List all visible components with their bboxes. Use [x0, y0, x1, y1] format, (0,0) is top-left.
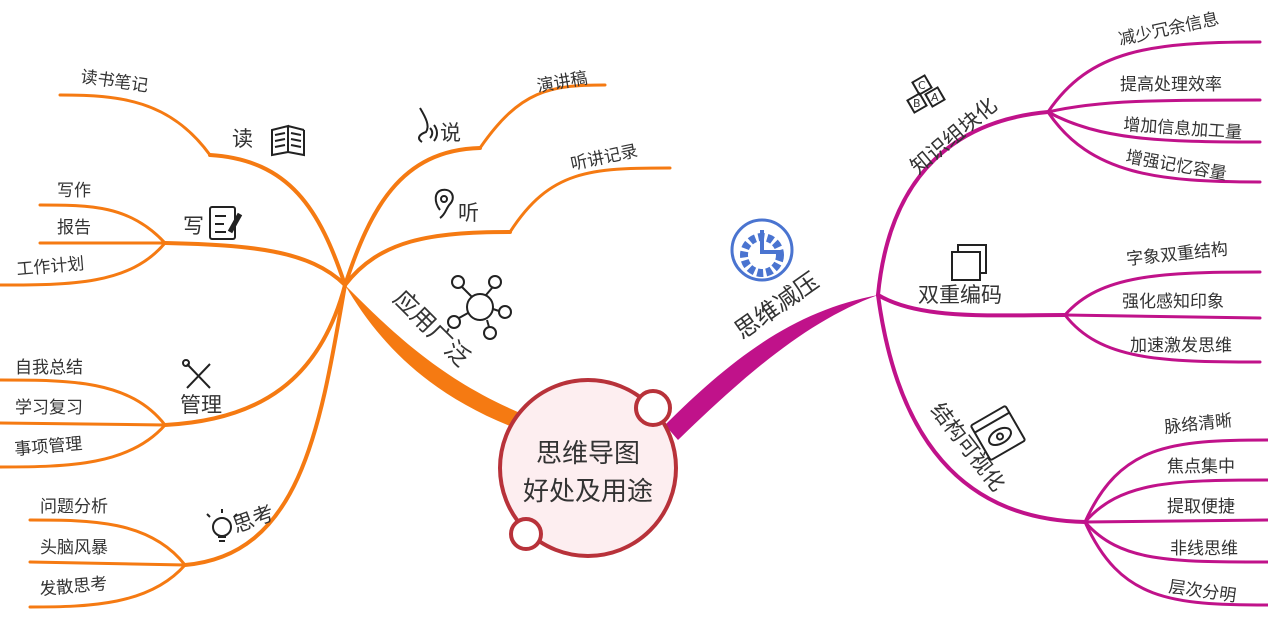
branch-label-visualization: 结构可视化: [926, 398, 1010, 496]
eye-screen-icon: [970, 405, 1026, 461]
branch-dual-coding: [876, 293, 1067, 318]
branch-manage: [163, 283, 347, 427]
branch-visualization: [876, 293, 1087, 524]
branch-label-read: 读: [232, 127, 253, 151]
branch-label-write: 写: [183, 214, 204, 238]
leaf-dual-1: 强化感知印象: [1122, 292, 1224, 312]
leaf-vis-3: 非线思维: [1170, 539, 1238, 559]
leaf-write-0: 写作: [57, 181, 91, 201]
center-title-line2: 好处及用途: [523, 477, 653, 507]
center-node[interactable]: [498, 378, 678, 558]
center-handle-top[interactable]: [634, 389, 672, 427]
speaking-icon: [418, 107, 438, 143]
svg-text:A: A: [931, 91, 939, 104]
branch-listen: [343, 230, 512, 287]
leaf-chunking-1: 提高处理效率: [1120, 75, 1222, 95]
leaf-write-2: 工作计划: [16, 254, 85, 280]
branch-write: [163, 241, 347, 287]
svg-text:C: C: [918, 79, 926, 92]
branch-label-dual-coding: 双重编码: [918, 283, 1002, 307]
leaf-manage-1: 学习复习: [15, 398, 83, 418]
leaf-vis-1: 焦点集中: [1167, 457, 1235, 477]
branch-think: [183, 283, 347, 567]
center-handle-bottom[interactable]: [509, 517, 543, 551]
right-main-branch: [665, 295, 878, 440]
branch-label-speak: 说: [440, 121, 461, 145]
branch-chunking: [876, 110, 1050, 297]
leaf-speak-0: 演讲稿: [535, 68, 589, 97]
branch-label-think: 思考: [230, 501, 278, 538]
tools-icon: [182, 359, 211, 389]
branch-read: [208, 153, 347, 287]
leaf-dual-0: 字象双重结构: [1125, 239, 1229, 270]
leaf-dual-2: 加速激发思维: [1130, 336, 1232, 356]
leaf-manage-0: 自我总结: [15, 358, 83, 378]
clock-icon: [730, 218, 794, 282]
leaf-think-1: 头脑风暴: [40, 538, 108, 558]
leaf-think-2: 发散思考: [39, 574, 108, 600]
branch-label-manage: 管理: [180, 393, 222, 417]
leaf-vis-0: 脉络清晰: [1163, 411, 1233, 438]
left-main-branch: [345, 285, 525, 428]
left-main-label: 应用广泛: [388, 284, 476, 372]
network-icon: [447, 275, 512, 340]
leaf-write-1: 报告: [57, 218, 91, 238]
book-icon: [271, 124, 305, 157]
center-title-line1: 思维导图: [536, 439, 640, 469]
leaf-read-0: 读书笔记: [79, 67, 149, 96]
leaf-think-0: 问题分析: [40, 497, 108, 517]
branch-speak: [343, 146, 482, 287]
note-pencil-icon: [209, 206, 243, 240]
branch-label-listen: 听: [458, 201, 479, 225]
svg-text:B: B: [913, 97, 921, 110]
leaf-vis-2: 提取便捷: [1167, 497, 1235, 517]
right-main-label: 思维减压: [729, 267, 824, 345]
lightbulb-icon: [206, 509, 238, 542]
abc-blocks-icon: C B A: [906, 74, 946, 114]
ear-icon: [434, 188, 454, 219]
copy-icon: [951, 244, 987, 281]
leaf-manage-2: 事项管理: [14, 434, 83, 460]
